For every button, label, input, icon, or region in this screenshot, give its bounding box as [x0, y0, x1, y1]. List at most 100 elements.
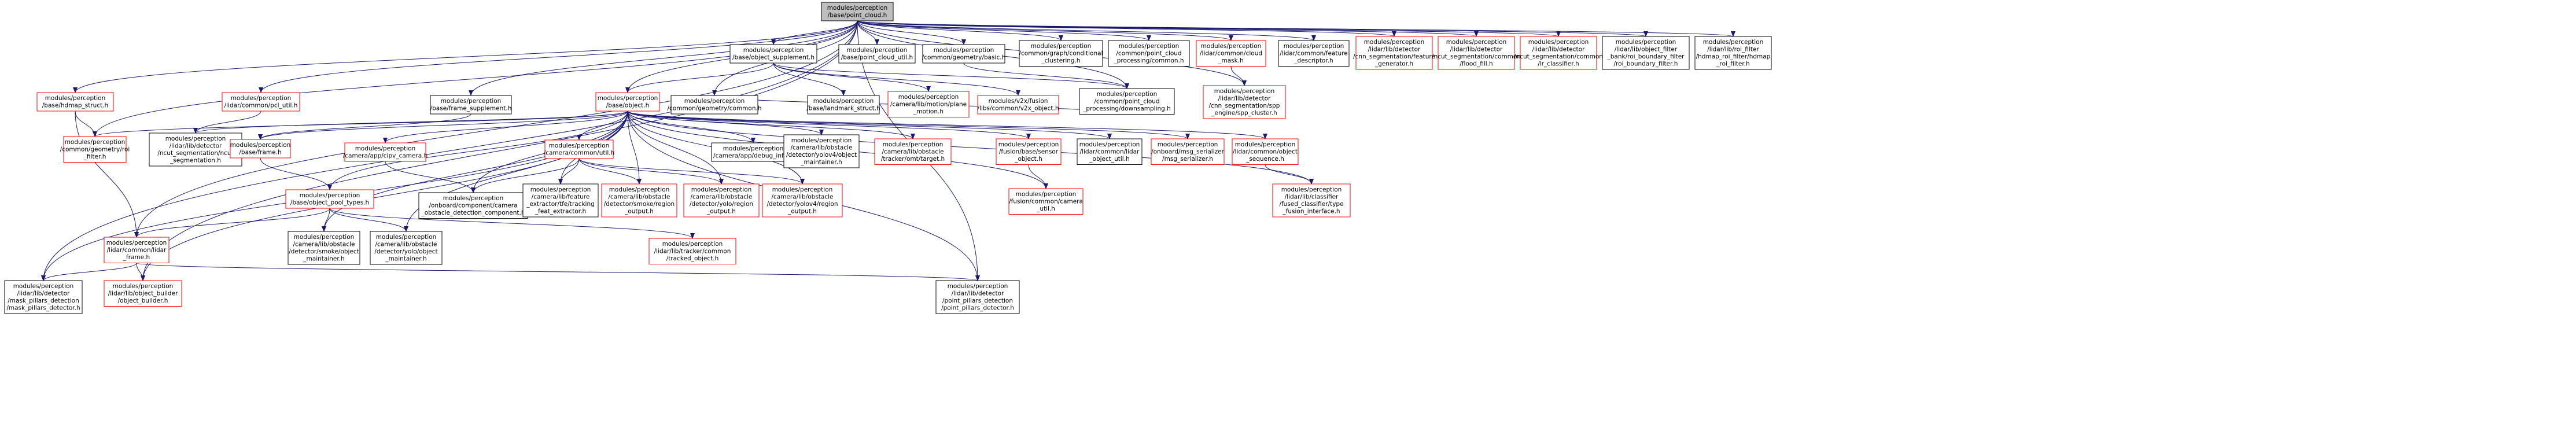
- edge-n27-n36: [471, 158, 580, 193]
- node-perception-common-geometry-roi-filter-h[interactable]: modules/perception/common/geometry/roi_f…: [60, 136, 130, 163]
- node-label-line: /ncut_segmentation/common: [1514, 53, 1603, 60]
- edge-n31-n41: [1028, 164, 1048, 189]
- node-box: [887, 91, 970, 117]
- node-v2x-fusion-libs-common-v2x-object-h[interactable]: modules/v2x/fusion/libs/common/v2x_objec…: [977, 95, 1059, 115]
- node-label-line: /tracker/omt/target.h: [881, 156, 945, 163]
- node-perception-lidar-common-lidar-object-util-h[interactable]: modules/perception/lidar/common/lidar_ob…: [1077, 138, 1143, 165]
- edge-n27-n39: [578, 158, 724, 185]
- node-perception-lidar-lib-detector-mask-pillars-detection-mask-pillars-detector-h[interactable]: modules/perception/lidar/lib/detector/ma…: [4, 280, 83, 314]
- node-perception-camera-lib-obstacle-detector-smoke-region-output-h[interactable]: modules/perception/camera/lib/obstacle/d…: [601, 183, 677, 218]
- node-label-line: /lidar/common/object: [1233, 149, 1298, 156]
- edge-n0-n5: [857, 20, 1151, 41]
- edge-n14-n24: [193, 110, 261, 134]
- node-perception-camera-app-cipv-camera-h[interactable]: modules/perception/camera/app/cipv_camer…: [343, 142, 428, 162]
- node-perception-camera-lib-feature-extractor-tfe-tracking-feat-extractor-h[interactable]: modules/perception/camera/lib/feature_ex…: [522, 183, 599, 218]
- node-label-line: _maintainer.h: [385, 256, 426, 263]
- node-label-line: /camera/app/cipv_camera.h: [343, 153, 428, 160]
- node-perception-lidar-common-feature-descriptor-h[interactable]: modules/perception/lidar/common/feature_…: [1278, 40, 1350, 67]
- edge-n6-n22: [1230, 66, 1247, 86]
- node-perception-lidar-lib-detector-cnn-segmentation-spp-engine-spp-cluster-h[interactable]: modules/perception/lidar/lib/detector/cn…: [1203, 85, 1286, 119]
- node-perception-lidar-lib-object-filter-bank-roi-boundary-filter-roi-boundary-filter-h[interactable]: modules/perception/lidar/lib/object_filt…: [1602, 36, 1690, 70]
- node-perception-lidar-common-object-sequence-h[interactable]: modules/perception/lidar/common/object_s…: [1232, 138, 1299, 165]
- node-perception-lidar-lib-detector-cnn-segmentation-feature-generator-h[interactable]: modules/perception/lidar/lib/detector/cn…: [1353, 36, 1435, 70]
- node-label-line: /lidar/lib/detector: [169, 143, 222, 150]
- node-perception-base-hdmap-struct-h[interactable]: modules/perception/base/hdmap_struct.h: [36, 92, 114, 112]
- node-perception-base-frame-h[interactable]: modules/perception/base/frame.h: [230, 139, 291, 159]
- node-label-line: /camera/lib/obstacle: [790, 145, 852, 152]
- node-perception-lidar-lib-detector-ncut-segmentation-ncut-segmentation-h[interactable]: modules/perception/lidar/lib/detector/nc…: [149, 132, 242, 167]
- node-label-line: /detector/yolov4/region: [766, 201, 838, 208]
- node-label-line: /flood_fill.h: [1460, 61, 1492, 68]
- node-perception-lidar-lib-roi-filter-hdmap-roi-filter-hdmap-roi-filter-h[interactable]: modules/perception/lidar/lib/roi_filter/…: [1694, 36, 1772, 70]
- node-perception-lidar-common-pcl-util-h[interactable]: modules/perception/lidar/common/pcl_util…: [222, 92, 300, 112]
- node-perception-camera-common-util-h[interactable]: modules/perception/camera/common/util.h: [544, 139, 615, 159]
- node-perception-common-point-cloud-processing-downsampling-h[interactable]: modules/perception/common/point_cloud_pr…: [1079, 88, 1175, 115]
- node-perception-fusion-base-sensor-object-h[interactable]: modules/perception/fusion/base/sensor_ob…: [996, 138, 1062, 165]
- node-box: [544, 139, 614, 159]
- edge-n16-n24: [193, 110, 628, 134]
- node-perception-camera-lib-motion-plane-motion-h[interactable]: modules/perception/camera/lib/motion/pla…: [887, 91, 970, 117]
- node-perception-lidar-lib-detector-ncut-segmentation-common-flood-fill-h[interactable]: modules/perception/lidar/lib/detector/nc…: [1432, 36, 1521, 70]
- node-perception-camera-app-debug-info-h[interactable]: modules/perception/camera/app/debug_info…: [711, 142, 795, 162]
- node-perception-camera-lib-obstacle-tracker-omt-target-h[interactable]: modules/perception/camera/lib/obstacle/t…: [874, 138, 952, 165]
- node-perception-camera-lib-obstacle-detector-smoke-object-maintainer-h[interactable]: modules/perception/camera/lib/obstacle/d…: [288, 231, 360, 265]
- edge-n16-n42: [627, 110, 1314, 185]
- node-perception-lidar-lib-tracker-common-tracked-object-h[interactable]: modules/perception/lidar/lib/tracker/com…: [648, 238, 736, 264]
- node-label-line: _output.h: [706, 208, 736, 215]
- node-perception-lidar-lib-detector-ncut-segmentation-common-lr-classifier-h[interactable]: modules/perception/lidar/lib/detector/nc…: [1514, 36, 1603, 70]
- node-label-line: _motion.h: [913, 108, 944, 115]
- node-perception-camera-lib-obstacle-detector-yolov4-object-maintainer-h[interactable]: modules/perception/camera/lib/obstacle/d…: [783, 134, 860, 168]
- node-label-line: modules/perception: [813, 98, 874, 105]
- node-label-line: /libs/common/v2x_object.h: [977, 105, 1059, 112]
- node-perception-common-geometry-basic-h[interactable]: modules/perception/common/geometry/basic…: [922, 44, 1005, 64]
- edge-n0-n47: [41, 20, 858, 281]
- node-perception-base-landmark-struct-h[interactable]: modules/perception/base/landmark_struct.…: [806, 95, 880, 115]
- node-perception-camera-lib-obstacle-detector-yolo-object-maintainer-h[interactable]: modules/perception/camera/lib/obstacle/d…: [370, 231, 443, 265]
- node-label-line: modules/perception: [998, 141, 1059, 148]
- node-label-line: /base/object_supplement.h: [732, 54, 815, 61]
- node-box: [601, 183, 677, 218]
- node-perception-lidar-common-lidar-frame-h[interactable]: modules/perception/lidar/common/lidar_fr…: [104, 237, 169, 263]
- node-box: [1355, 36, 1433, 70]
- node-perception-lidar-lib-classifier-fused-classifier-type-fusion-interface-h[interactable]: modules/perception/lidar/lib/classifier/…: [1272, 183, 1351, 218]
- node-label-line: modules/perception: [376, 234, 437, 241]
- node-perception-fusion-common-camera-util-h[interactable]: modules/perception/fusion/common/camera_…: [1008, 188, 1084, 215]
- edge-n0-n6: [857, 20, 1233, 41]
- edge-n1-n16: [625, 62, 774, 93]
- node-perception-common-graph-conditional-clustering-h[interactable]: modules/perception/common/graph/conditio…: [1019, 40, 1103, 67]
- node-perception-base-object-pool-types-h[interactable]: modules/perception/base/object_pool_type…: [285, 189, 374, 209]
- node-perception-common-geometry-common-h[interactable]: modules/perception/common/geometry/commo…: [668, 95, 762, 115]
- node-box: [1079, 88, 1175, 115]
- node-label-line: modules/perception: [106, 240, 167, 246]
- node-label-line: /detector/yolo/object: [374, 248, 437, 255]
- node-perception-lidar-lib-detector-point-pillars-detection-point-pillars-detector-h[interactable]: modules/perception/lidar/lib/detector/po…: [935, 280, 1020, 314]
- node-label-line: _util.h: [1036, 205, 1055, 212]
- node-label-line: modules/perception: [441, 98, 502, 105]
- edge-n25-n35: [260, 157, 332, 190]
- node-label-line: _output.h: [787, 208, 817, 215]
- node-perception-base-point-cloud-util-h[interactable]: modules/perception/base/point_cloud_util…: [838, 44, 916, 64]
- node-perception-base-frame-supplement-h[interactable]: modules/perception/base/frame_supplement…: [430, 95, 512, 115]
- node-perception-onboard-component-camera-obstacle-detection-component-h[interactable]: modules/perception/onboard/component/cam…: [418, 192, 528, 219]
- edge-n34-n42: [1265, 164, 1314, 185]
- node-box: [522, 183, 599, 218]
- edge-n0-n15: [469, 20, 858, 96]
- node-perception-lidar-common-cloud-mask-h[interactable]: modules/perception/lidar/common/cloud_ma…: [1196, 40, 1266, 67]
- node-label-line: _extractor/tfe/tracking: [526, 201, 595, 208]
- node-perception-base-object-h[interactable]: modules/perception/base/object.h: [595, 92, 660, 112]
- node-label-line: /camera/lib/obstacle: [608, 194, 670, 201]
- node-box: [418, 192, 528, 219]
- node-perception-common-point-cloud-processing-common-h[interactable]: modules/perception/common/point_cloud_pr…: [1108, 40, 1190, 67]
- node-label-line: modules/perception: [113, 283, 174, 290]
- node-perception-camera-lib-obstacle-detector-yolov4-region-output-h[interactable]: modules/perception/camera/lib/obstacle/d…: [762, 183, 843, 218]
- edge-n16-n44: [322, 110, 628, 232]
- node-label-line: _sequence.h: [1245, 156, 1284, 163]
- edge-n43-n48: [136, 263, 145, 281]
- node-label-line: /onboard/msg_serializer: [1151, 149, 1224, 156]
- node-perception-lidar-lib-object-builder-object-builder-h[interactable]: modules/perception/lidar/lib/object_buil…: [104, 280, 182, 307]
- node-box: [1008, 188, 1084, 215]
- node-perception-onboard-msg-serializer-msg-serializer-h[interactable]: modules/perception/onboard/msg_serialize…: [1151, 138, 1225, 165]
- edge-n43-n49: [136, 263, 980, 281]
- node-perception-camera-lib-obstacle-detector-yolo-region-output-h[interactable]: modules/perception/camera/lib/obstacle/d…: [683, 183, 760, 218]
- node-perception-base-object-supplement-h[interactable]: modules/perception/base/object_supplemen…: [729, 44, 817, 64]
